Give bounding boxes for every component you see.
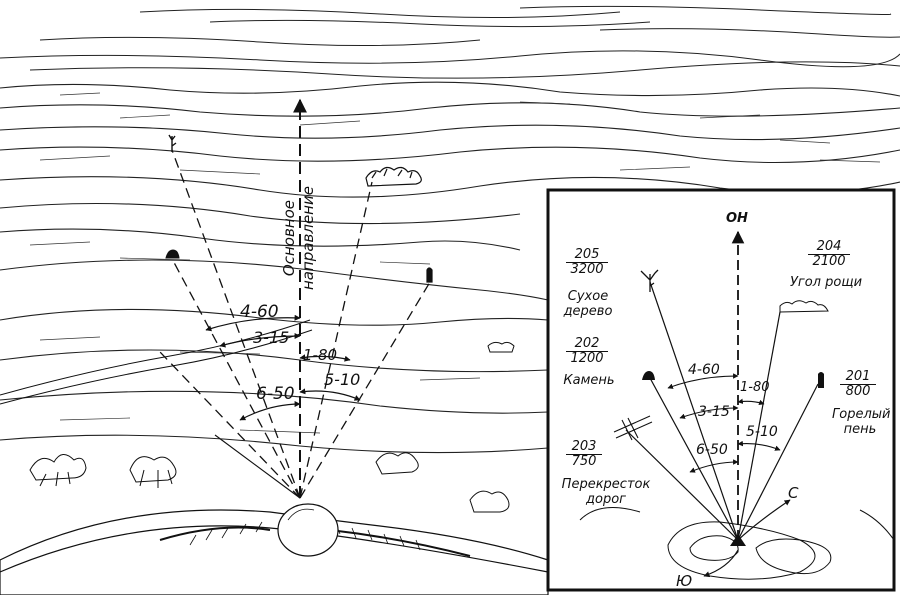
target-distance: 2100 xyxy=(812,253,846,269)
target-name-line1: Перекресток xyxy=(561,477,651,492)
target-201-name: Горелый пень xyxy=(832,407,891,438)
target-name-line1: Горелый xyxy=(832,407,891,422)
inset-rays xyxy=(625,281,819,541)
target-202-fraction: 202 1200 xyxy=(566,337,608,365)
target-204-name: Угол рощи xyxy=(786,275,866,291)
south-label: Ю xyxy=(676,572,693,590)
bushes-foreground xyxy=(29,341,515,513)
target-number: 205 xyxy=(566,248,608,263)
target-201-fraction: 201 800 xyxy=(840,370,876,398)
target-distance: 750 xyxy=(571,453,597,469)
inset-scheme xyxy=(546,188,896,592)
main-direction-line2: направление xyxy=(298,186,317,290)
north-label: С xyxy=(788,484,799,502)
target-203-fraction: 203 750 xyxy=(566,440,602,468)
main-direction-line1: Основное xyxy=(280,199,298,277)
arc-5-10 xyxy=(299,388,361,401)
ray-stump xyxy=(299,281,431,499)
target-name-line1: Сухое xyxy=(567,289,609,304)
main-direction-label: Основное направление xyxy=(280,186,318,290)
target-number: 202 xyxy=(566,337,608,352)
scene-angle-4-60: 4-60 xyxy=(240,302,279,322)
scene-angle-6-50: 6-50 xyxy=(256,384,295,404)
arc-3-15 xyxy=(219,333,301,348)
target-203-name: Перекресток дорог xyxy=(556,477,656,508)
inset-contours xyxy=(579,507,895,580)
inset-angle-3-15: 3-15 xyxy=(698,404,730,420)
arc-6-50 xyxy=(239,401,301,421)
target-distance: 800 xyxy=(845,383,871,399)
target-distance: 1200 xyxy=(570,350,604,366)
target-204-fraction: 204 2100 xyxy=(808,240,850,268)
target-number: 203 xyxy=(566,440,602,455)
target-205-fraction: 205 3200 xyxy=(566,248,608,276)
ray-road-crossing xyxy=(159,351,301,499)
scene-angle-3-15: 3-15 xyxy=(253,328,290,347)
inset-stone-icon xyxy=(642,371,655,380)
ray-extension xyxy=(214,434,301,499)
inset-angle-1-80: 1-80 xyxy=(740,380,770,395)
inset-north-arrow xyxy=(737,499,791,541)
trees-grove xyxy=(365,166,422,187)
target-202-name: Камень xyxy=(558,373,620,389)
inset-angle-5-10: 5-10 xyxy=(746,424,778,440)
stone-icon xyxy=(165,249,180,259)
target-number: 204 xyxy=(808,240,850,255)
dry-tree-icon xyxy=(168,134,177,152)
scene-angle-1-80: 1-80 xyxy=(303,346,338,364)
inset-angle-4-60: 4-60 xyxy=(688,362,720,378)
target-name-line2: пень xyxy=(843,421,877,437)
target-number: 201 xyxy=(840,370,876,385)
target-205-name: Сухое дерево xyxy=(560,289,616,320)
target-name-line1: Камень xyxy=(563,373,615,388)
inset-south-arrow xyxy=(703,549,739,578)
terrain-hatching xyxy=(29,92,881,434)
burnt-stump-icon xyxy=(426,267,433,283)
scene-angle-5-10: 5-10 xyxy=(324,370,361,389)
arc-4-60 xyxy=(205,314,301,332)
inset-dry-tree-icon xyxy=(640,269,659,292)
scene-angle-arcs xyxy=(205,314,361,421)
target-name-line2: дорог xyxy=(586,491,626,507)
ray-grove xyxy=(299,181,373,499)
target-distance: 3200 xyxy=(570,261,604,277)
target-name-line2: дерево xyxy=(563,303,613,319)
ray-stone xyxy=(169,254,301,499)
inset-grove-icon xyxy=(779,300,829,313)
arc-1-80 xyxy=(299,354,351,362)
inset-direction-label: ОН xyxy=(726,211,748,226)
inset-road-crossing-icon xyxy=(613,415,653,441)
inset-angle-6-50: 6-50 xyxy=(696,442,728,458)
inset-angle-arcs xyxy=(667,373,781,473)
distant-hills xyxy=(0,81,900,454)
observation-post xyxy=(0,503,549,595)
sky-clouds xyxy=(0,5,900,79)
target-name-line1: Угол рощи xyxy=(789,275,863,290)
inset-stump-icon xyxy=(818,372,824,388)
